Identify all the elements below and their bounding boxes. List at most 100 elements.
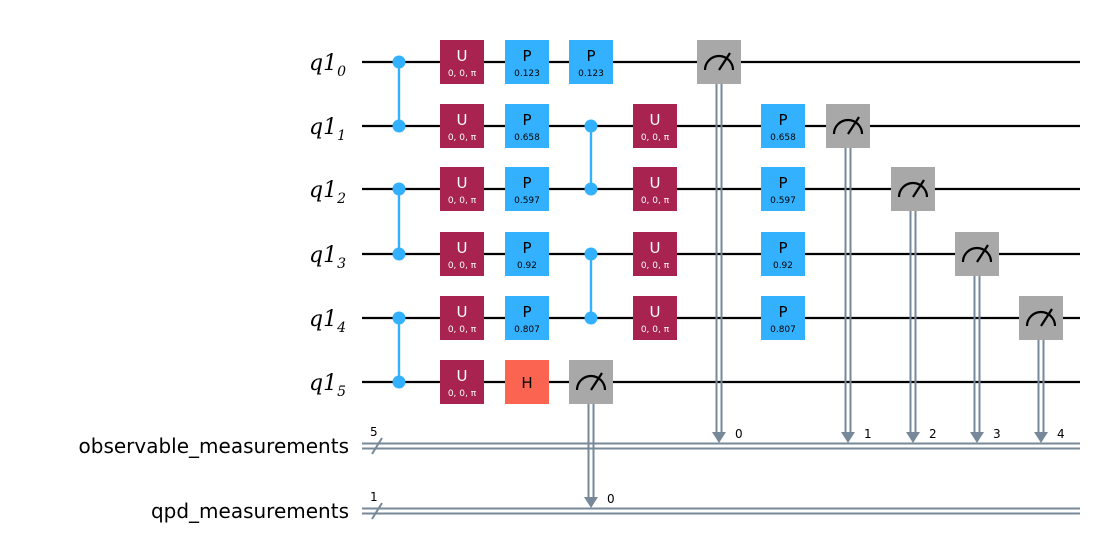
control-dot bbox=[392, 375, 406, 389]
measure-gate bbox=[697, 40, 741, 84]
measure-bit-index: 0 bbox=[735, 427, 743, 441]
qubit-label-name: q1 bbox=[309, 371, 337, 396]
qubit-label: q15 bbox=[309, 371, 346, 400]
measure-bit-index: 0 bbox=[607, 492, 615, 506]
measure-gate bbox=[569, 360, 613, 404]
p-gate bbox=[505, 167, 549, 211]
qubit-label: q10 bbox=[309, 51, 346, 80]
u-gate bbox=[440, 104, 484, 148]
p-gate bbox=[761, 296, 805, 340]
u-gate bbox=[633, 232, 677, 276]
measure-gate bbox=[891, 167, 935, 211]
qubit-label-name: q1 bbox=[309, 115, 337, 140]
p-gate-label: P bbox=[778, 174, 787, 192]
u-gate-params: 0, 0, π bbox=[448, 261, 477, 271]
u-gate bbox=[440, 360, 484, 404]
u-gate-label: U bbox=[457, 174, 468, 192]
u-gate-label: U bbox=[457, 303, 468, 321]
u-gate-params: 0, 0, π bbox=[448, 389, 477, 399]
u-gate-label: U bbox=[457, 111, 468, 129]
classical-register-label: observable_measurements bbox=[79, 434, 349, 458]
meter-needle-icon bbox=[1040, 308, 1053, 327]
u-gate-label: U bbox=[457, 239, 468, 257]
p-gate-label: P bbox=[522, 174, 531, 192]
u-gate-params: 0, 0, π bbox=[641, 325, 670, 335]
control-dot bbox=[392, 247, 406, 261]
control-dot bbox=[584, 247, 598, 261]
u-gate-params: 0, 0, π bbox=[448, 196, 477, 206]
qubit-label-index: 3 bbox=[337, 256, 346, 272]
u-gate-params: 0, 0, π bbox=[448, 133, 477, 143]
measure-arrowhead bbox=[970, 432, 984, 443]
measure-bit-index: 3 bbox=[993, 427, 1001, 441]
p-gate-param: 0.658 bbox=[770, 133, 796, 143]
p-gate-label: P bbox=[522, 47, 531, 65]
p-gate bbox=[505, 40, 549, 84]
meter-arc-icon bbox=[961, 246, 993, 263]
meter-needle-icon bbox=[847, 116, 860, 135]
p-gate-param: 0.92 bbox=[773, 261, 793, 271]
meter-arc-icon bbox=[703, 54, 735, 71]
measure-bit-index: 4 bbox=[1057, 427, 1065, 441]
p-gate-param: 0.807 bbox=[514, 325, 540, 335]
u-gate bbox=[440, 40, 484, 84]
measure-arrowhead bbox=[712, 432, 726, 443]
u-gate bbox=[440, 296, 484, 340]
u-gate-params: 0, 0, π bbox=[448, 69, 477, 79]
u-gate-label: U bbox=[457, 367, 468, 385]
p-gate-label: P bbox=[522, 239, 531, 257]
qubit-label-index: 0 bbox=[337, 64, 346, 80]
u-gate-label: U bbox=[457, 47, 468, 65]
p-gate-param: 0.597 bbox=[514, 196, 540, 206]
p-gate bbox=[569, 40, 613, 84]
qubit-label-name: q1 bbox=[309, 178, 337, 203]
u-gate-label: U bbox=[650, 303, 661, 321]
u-gate bbox=[633, 104, 677, 148]
p-gate-label: P bbox=[778, 303, 787, 321]
p-gate bbox=[761, 232, 805, 276]
h-gate bbox=[505, 360, 549, 404]
meter-arc-icon bbox=[1025, 310, 1057, 327]
qubit-label: q13 bbox=[309, 243, 346, 272]
control-dot bbox=[392, 311, 406, 325]
qubit-label-index: 5 bbox=[337, 384, 346, 400]
p-gate-label: P bbox=[522, 111, 531, 129]
p-gate-param: 0.92 bbox=[517, 261, 537, 271]
control-dot bbox=[584, 119, 598, 133]
register-labels: q10q11q12q13q14q155observable_measuremen… bbox=[79, 51, 378, 523]
measure-arrowhead bbox=[584, 497, 598, 508]
qubit-label-index: 2 bbox=[336, 191, 346, 207]
qubit-label: q11 bbox=[309, 115, 346, 144]
meter-needle-icon bbox=[718, 52, 731, 71]
qubit-label-index: 4 bbox=[336, 320, 346, 336]
p-gate bbox=[505, 296, 549, 340]
qubit-label-name: q1 bbox=[309, 51, 337, 76]
u-gate-label: U bbox=[650, 174, 661, 192]
register-slash bbox=[371, 502, 383, 520]
u-gate-params: 0, 0, π bbox=[641, 133, 670, 143]
register-size: 5 bbox=[370, 425, 378, 439]
measure-arrowhead bbox=[906, 432, 920, 443]
qubit-label: q12 bbox=[309, 178, 346, 207]
p-gate-label: P bbox=[778, 239, 787, 257]
qubit-label-index: 1 bbox=[337, 128, 346, 144]
qubit-label-name: q1 bbox=[309, 307, 337, 332]
u-gate bbox=[440, 232, 484, 276]
measure-gate bbox=[955, 232, 999, 276]
classical-register-label: qpd_measurements bbox=[151, 499, 349, 523]
control-dot bbox=[392, 55, 406, 69]
measure-gate bbox=[826, 104, 870, 148]
p-gate-param: 0.807 bbox=[770, 325, 796, 335]
control-dot bbox=[392, 119, 406, 133]
meter-arc-icon bbox=[575, 374, 607, 391]
h-gate-label: H bbox=[521, 374, 532, 392]
p-gate-param: 0.597 bbox=[770, 196, 796, 206]
p-gate-param: 0.123 bbox=[578, 69, 604, 79]
meter-arc-icon bbox=[832, 118, 864, 135]
p-gate-label: P bbox=[586, 47, 595, 65]
measure-arrowhead bbox=[1034, 432, 1048, 443]
register-size: 1 bbox=[370, 490, 378, 504]
u-gate bbox=[440, 167, 484, 211]
measure-bit-index: 2 bbox=[929, 427, 937, 441]
